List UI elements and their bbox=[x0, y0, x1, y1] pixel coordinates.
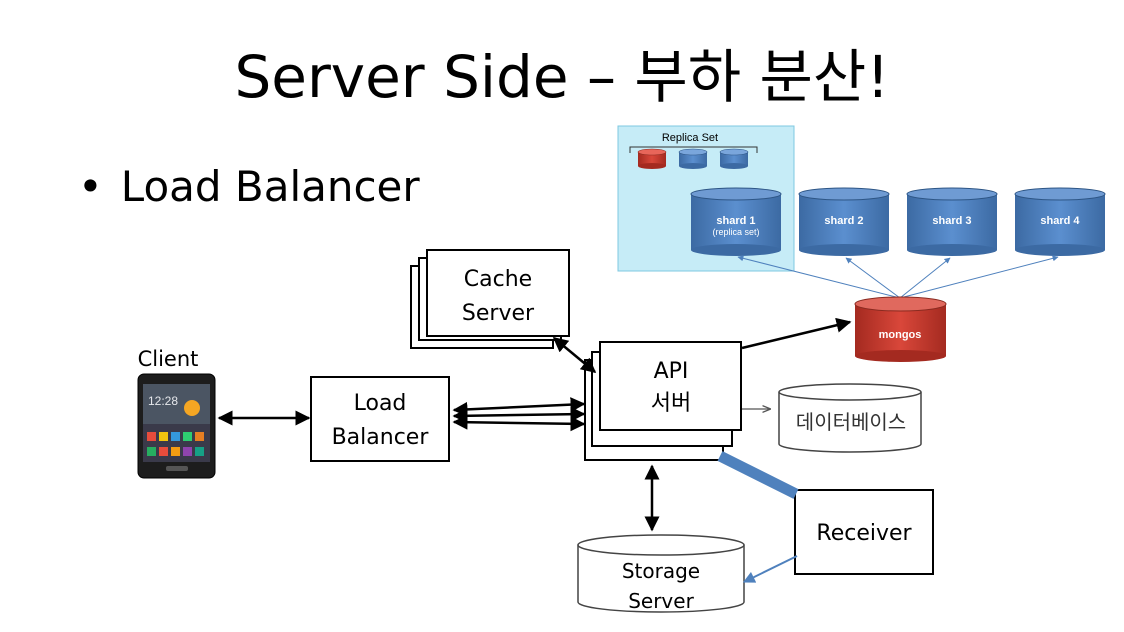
bullet-dot-icon: • bbox=[78, 162, 103, 211]
cache-api-arrow bbox=[552, 337, 597, 373]
receiver-box: Receiver bbox=[794, 489, 934, 575]
storage-server-label-line2: Server bbox=[628, 589, 694, 613]
mongos-shard-connectors bbox=[737, 255, 1059, 299]
mongos-cylinder: mongos bbox=[854, 296, 947, 362]
shard-4-cylinder: shard 4 bbox=[1014, 187, 1106, 256]
api-mongos-arrow bbox=[741, 317, 852, 350]
shard-1-sublabel: (replica set) bbox=[712, 227, 759, 237]
api-receiver-connector bbox=[717, 451, 799, 499]
replica-primary-icon bbox=[637, 148, 667, 169]
slide-title: Server Side – 부하 분산! bbox=[234, 43, 890, 111]
shard-2-cylinder: shard 2 bbox=[798, 187, 890, 256]
shard-3-label: shard 3 bbox=[932, 215, 971, 227]
storage-server-cylinder: Storage Server bbox=[577, 534, 745, 613]
lb-api-arrow-2 bbox=[452, 406, 586, 424]
load-balancer-label-line1: Load bbox=[354, 391, 407, 416]
api-server-label-line1: API bbox=[654, 359, 689, 384]
receiver-label: Receiver bbox=[816, 521, 912, 546]
shard-1-label: shard 1 bbox=[716, 215, 755, 227]
replica-set-label: Replica Set bbox=[662, 132, 718, 144]
phone-clock: 12:28 bbox=[148, 394, 178, 408]
client-label: Client bbox=[138, 347, 199, 371]
storage-server-label-line1: Storage bbox=[622, 559, 700, 583]
cache-server-label-line2: Server bbox=[462, 301, 535, 326]
cache-server-label-line1: Cache bbox=[464, 267, 532, 292]
replica-secondary-icon bbox=[719, 148, 749, 169]
lb-api-arrow-3 bbox=[452, 414, 586, 432]
lb-api-arrow-1 bbox=[452, 397, 586, 417]
shard-3-cylinder: shard 3 bbox=[906, 187, 998, 256]
shard-4-label: shard 4 bbox=[1040, 215, 1080, 227]
shard-1-cylinder: shard 1 (replica set) bbox=[690, 187, 782, 256]
mongos-label: mongos bbox=[879, 329, 922, 341]
phone-icon: 12:28 bbox=[137, 373, 216, 479]
bullet-text: Load Balancer bbox=[120, 162, 420, 211]
database-label: 데이터베이스 bbox=[796, 410, 906, 434]
receiver-storage-arrow bbox=[742, 555, 798, 583]
cache-server-box: Cache Server bbox=[410, 249, 570, 349]
load-balancer-box: Load Balancer bbox=[310, 376, 450, 462]
api-server-label-line2: 서버 bbox=[651, 391, 691, 416]
replica-secondary-icon bbox=[678, 148, 708, 169]
database-cylinder: 데이터베이스 bbox=[778, 383, 922, 453]
api-server-box: API 서버 bbox=[584, 341, 742, 461]
shard-2-label: shard 2 bbox=[824, 215, 863, 227]
diagram-arrows bbox=[217, 317, 852, 532]
load-balancer-label-line2: Balancer bbox=[332, 425, 430, 450]
bullet-item: • Load Balancer bbox=[78, 162, 420, 212]
